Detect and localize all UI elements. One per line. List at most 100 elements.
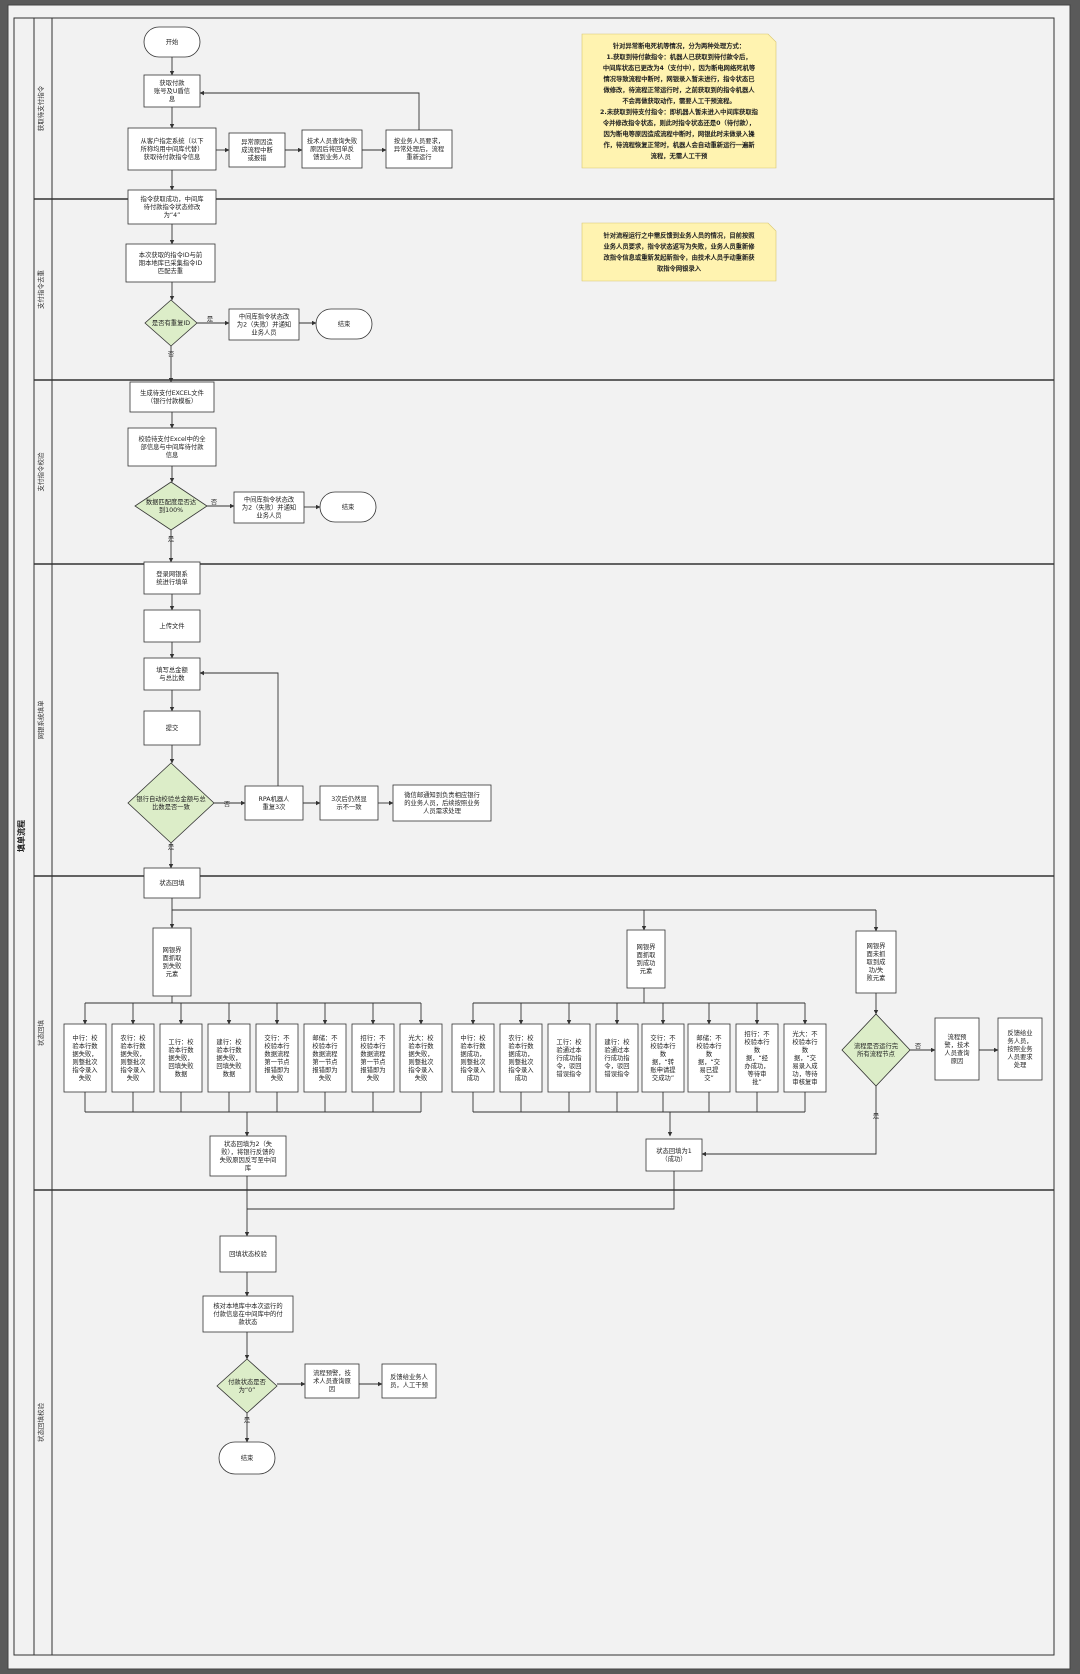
biz_request-text-line: 重新运行 xyxy=(406,152,432,161)
biz_request-text-line: 异常处理后，流程 xyxy=(394,144,445,153)
compare_id-text-line: 本次获取的指令ID与前 xyxy=(139,250,202,259)
status_update4-text-line: 为“4” xyxy=(164,210,181,219)
still_mismatch-box xyxy=(319,785,379,821)
get_account-text-line: 息 xyxy=(169,94,175,103)
note-1-text-line: 作，待流程恢复正常时，机器人会自动重新运行一遍新 xyxy=(603,140,755,149)
lane-label: 状态回填校验 xyxy=(36,1403,45,1443)
fail_bank_3-text-line: 回填失败 xyxy=(216,1061,242,1070)
gen_excel-text: 生成待支付EXCEL文件（银行付款模板） xyxy=(140,388,204,405)
match_check-diamond xyxy=(134,481,208,531)
status_fail_fill-text-line: 库 xyxy=(245,1163,251,1172)
edge-label-yes: 是 xyxy=(207,315,214,323)
rpa_retry-text-line: RPA机器人 xyxy=(259,794,291,803)
success_bank_7-text-line: 审核复审 xyxy=(792,1077,817,1086)
lane-label: 状态回填 xyxy=(36,1020,45,1047)
status_fail2_b-box xyxy=(233,491,305,524)
fail_elem-text-line: 面抓取 xyxy=(163,953,183,962)
none_elem-text: 网银界面未抓取到成功/失败元素 xyxy=(867,941,887,982)
edge xyxy=(199,90,420,130)
note-1-text-line: 做修改，待流程正常运行时，之前获取到的指令机器人 xyxy=(602,85,755,94)
verify_excel-box xyxy=(127,427,217,467)
flow_alert_b-text-line: 因 xyxy=(329,1385,335,1393)
edge-label-no: 否 xyxy=(211,498,218,506)
fail_bank_4-text-line: 报错即为 xyxy=(264,1065,289,1074)
status_fail2_a-text: 中间库指令状态改为2（失败）并通知业务人员 xyxy=(237,312,291,337)
note-1-text-line: 1.获取到待付款指令：机器人已获取到待付款令后， xyxy=(606,52,751,61)
edge xyxy=(701,1086,877,1157)
success_bank_4-text-line: 数 xyxy=(660,1049,667,1058)
success_bank_3-box xyxy=(595,1023,639,1093)
get_instruction-text-line: 所称均用中间库代替） xyxy=(141,144,204,153)
fail_bank_4-text-line: 交行：不 xyxy=(264,1033,290,1042)
note-1-text-line: 情况导致流程中断时，网银录入暂未进行，指令状态已 xyxy=(602,74,755,83)
upload-box xyxy=(143,609,201,643)
fail_bank_1-text-line: 验本行数 xyxy=(120,1041,146,1050)
fail_bank_5-text-line: 数据流程 xyxy=(312,1049,338,1058)
none_elem-text-line: 取到成 xyxy=(867,957,887,966)
edge xyxy=(199,670,279,786)
fail_bank_1-text-line: 指令录入 xyxy=(120,1065,146,1074)
notify_staff-text: 微信邮通知到负责相应银行的业务人员，后续按照业务人员需求处理 xyxy=(404,790,480,815)
fail_bank_7-text-line: 据失败， xyxy=(408,1049,433,1058)
edge xyxy=(247,1171,675,1210)
success_bank_2-text-line: 行成功指 xyxy=(556,1053,582,1062)
fail_elem-text-line: 网银界 xyxy=(163,945,183,954)
feedback_biz_a-text-line: 反馈给业 xyxy=(1007,1028,1032,1037)
status_update4-text: 指令获取成功，中间库待付款指令状态修改为“4” xyxy=(141,194,204,219)
exception_interrupt-text-line: 成流程中断 xyxy=(241,145,273,154)
status_fail2_b-text-line: 为2（失败）并通知 xyxy=(242,503,296,512)
success_bank_6-text-line: 招行：不 xyxy=(744,1029,770,1038)
tech_check-box xyxy=(301,129,363,169)
success_bank_4-box xyxy=(641,1023,685,1093)
note-2-text-line: 改指令信息或重新发起新指令，由技术人员手动重新获 xyxy=(603,253,755,262)
login_bank-text-line: 登录网银系 xyxy=(156,569,187,578)
fail_bank_2-box xyxy=(159,1023,203,1093)
edge-label-yes: 是 xyxy=(168,535,175,543)
gen_excel-text-line: （银行付款模板） xyxy=(147,396,197,405)
fail_bank_6-text-line: 数据流程 xyxy=(360,1049,386,1058)
edge-label-no: 否 xyxy=(168,350,175,358)
feedback_biz_a-text-line: 按照业务 xyxy=(1007,1044,1033,1053)
submit-box xyxy=(143,710,201,746)
verify_excel-text-line: 信息 xyxy=(166,450,179,459)
fail_bank_4-text: 交行：不校验本行数据流程第一节点报错即为失败 xyxy=(264,1033,290,1082)
success_elem-box xyxy=(626,929,666,989)
status_fail2_b-text: 中间库指令状态改为2（失败）并通知业务人员 xyxy=(242,495,296,520)
success_bank_3-text-line: 验通过本 xyxy=(604,1045,630,1054)
tech_check-text-line: 技术人员查询失败 xyxy=(307,136,358,145)
fail_bank_3-text-line: 据失败， xyxy=(216,1053,241,1062)
verify_local-text: 核对本地库中本次运行的付款信息在中间库中的付款状态 xyxy=(213,1301,282,1326)
flow_alert-text-line: 流程预 xyxy=(948,1032,968,1041)
fail_bank_0-text-line: 则整批次 xyxy=(72,1057,98,1066)
dup_check-diamond xyxy=(144,299,198,347)
success_bank_0-text-line: 指令录入 xyxy=(460,1065,486,1074)
lane-label: 支付指令校验 xyxy=(36,452,45,492)
feedback_biz_a-box xyxy=(997,1017,1043,1081)
fail_bank_2-text-line: 据失败， xyxy=(168,1053,193,1062)
success_bank_5-box xyxy=(687,1023,731,1093)
feedback_biz_a-text-line: 人员要求 xyxy=(1007,1052,1033,1061)
fail_bank_7-text-line: 验本行数 xyxy=(408,1041,434,1050)
success_bank_7-text-line: 光大：不 xyxy=(792,1029,818,1038)
rpa_retry-text: RPA机器人重复3次 xyxy=(259,794,291,811)
fail_bank_2-text-line: 工行：校 xyxy=(168,1037,194,1046)
flow_all_nodes-text: 流程是否运行完所有流程节点 xyxy=(854,1041,899,1058)
edge-label-no: 否 xyxy=(915,1042,922,1050)
tech_check-text-line: 馈到业务人员 xyxy=(313,152,351,161)
get_account-box xyxy=(143,74,201,108)
flow_alert_b-text-line: 流程预警，技 xyxy=(313,1368,351,1377)
success_bank_0-text-line: 中行：校 xyxy=(460,1033,486,1042)
note-2-text-line: 业务人员要求，指令状态返写为失败，业务人员重新修 xyxy=(603,242,755,251)
status_success_fill-text-line: 状态回填为1 xyxy=(656,1146,692,1155)
flow_alert-box xyxy=(934,1017,980,1081)
flow_alert-text-line: 警，技术 xyxy=(944,1040,970,1049)
note-1-text-line: 令并修改指令状态，则此时指令状态还是0（待付款）， xyxy=(603,118,755,127)
flow_alert_b-text-line: 术人员查询原 xyxy=(313,1376,351,1385)
status_fill-text-line: 状态回填 xyxy=(159,878,185,887)
fail_bank_3-text-line: 建行：校 xyxy=(216,1037,242,1046)
status_fail_fill-text: 状态回填为2（失败），将银行反馈的失败原因反写至中间库 xyxy=(220,1139,277,1172)
feedback_biz_a-text-line: 处理 xyxy=(1014,1060,1027,1069)
fail_bank_7-text-line: 失败 xyxy=(415,1073,428,1082)
